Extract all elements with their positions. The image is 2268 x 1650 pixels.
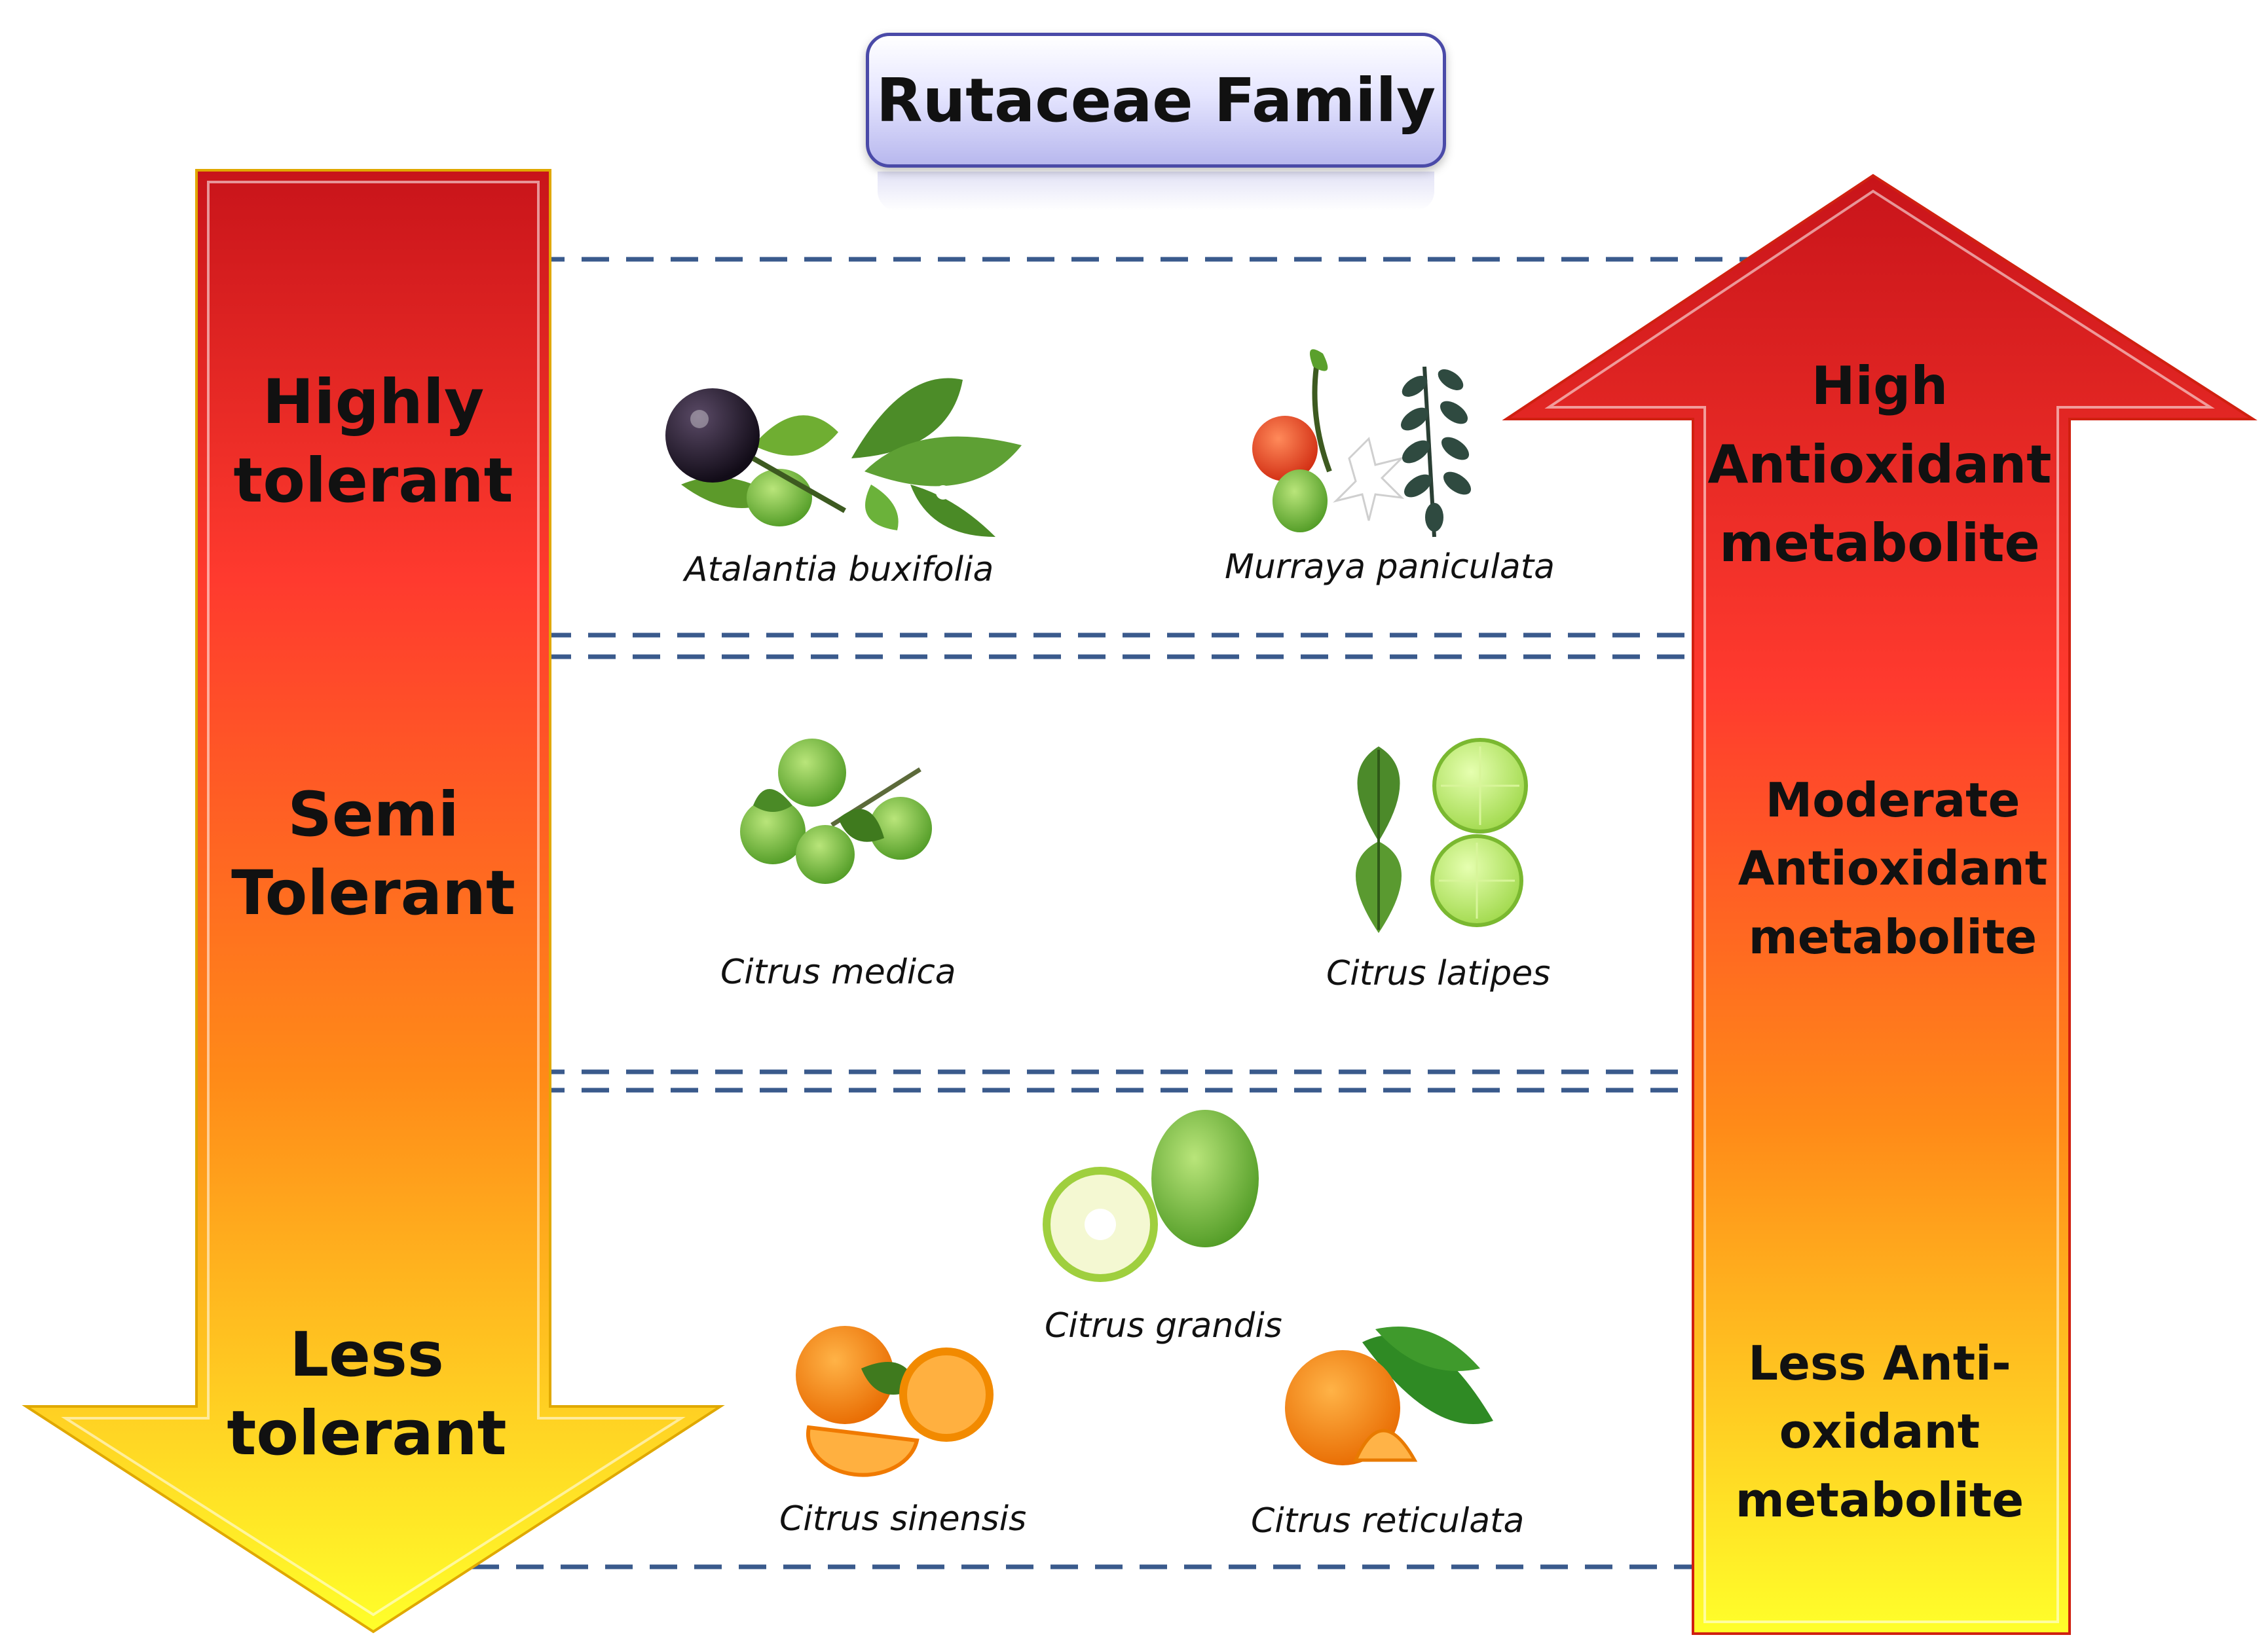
tolerance-label-semi-line1: Semi bbox=[288, 779, 459, 851]
antioxidant-label-moderate-line3: metabolite bbox=[1748, 909, 2037, 964]
title-box: Rutaceae Family bbox=[866, 33, 1446, 168]
citrus-medica-image bbox=[740, 739, 932, 884]
species-label-atalantia: Atalantia buxifolia bbox=[684, 550, 994, 589]
species-label-murraya: Murraya paniculata bbox=[1225, 547, 1555, 587]
tolerance-label-high-line1: Highly bbox=[262, 367, 485, 438]
tolerance-arrow bbox=[22, 169, 725, 1634]
antioxidant-label-high-line3: metabolite bbox=[1719, 513, 2040, 574]
tolerance-label-semi-line2: Tolerant bbox=[231, 858, 515, 930]
antioxidant-arrow bbox=[1502, 174, 2258, 1635]
title-reflection bbox=[878, 172, 1434, 211]
citrus-grandis-image bbox=[1043, 1110, 1259, 1282]
tolerance-label-less-line2: tolerant bbox=[227, 1398, 507, 1470]
antioxidant-label-high: High Antioxidant metabolite bbox=[1703, 347, 2056, 583]
divider-lines bbox=[472, 257, 1768, 1569]
tolerance-label-high-line2: tolerant bbox=[233, 445, 513, 517]
tolerance-label-less-line1: Less bbox=[289, 1319, 444, 1391]
tolerance-label-semi: Semi Tolerant bbox=[196, 776, 550, 934]
antioxidant-label-moderate: Moderate Antioxidant metabolite bbox=[1716, 766, 2070, 971]
antioxidant-label-high-line2: Antioxidant bbox=[1707, 434, 2052, 495]
antioxidant-label-high-line1: High bbox=[1811, 356, 1948, 416]
antioxidant-label-moderate-line1: Moderate bbox=[1765, 773, 2020, 828]
antioxidant-label-moderate-line2: Antioxidant bbox=[1738, 841, 2048, 896]
tolerance-label-less: Less tolerant bbox=[190, 1316, 544, 1474]
antioxidant-label-less-line3: metabolite bbox=[1735, 1472, 2024, 1528]
antioxidant-label-less-line2: oxidant bbox=[1779, 1404, 1980, 1459]
citrus-reticulata-image bbox=[1285, 1327, 1493, 1465]
murraya-image bbox=[1252, 349, 1472, 538]
page-title: Rutaceae Family bbox=[876, 65, 1436, 136]
antioxidant-label-less-line1: Less Anti- bbox=[1748, 1336, 2011, 1391]
species-label-grandis: Citrus grandis bbox=[1045, 1306, 1282, 1346]
species-label-sinensis: Citrus sinensis bbox=[779, 1499, 1027, 1539]
citrus-latipes-image bbox=[1356, 738, 1528, 933]
species-label-medica: Citrus medica bbox=[720, 953, 956, 992]
atalantia-image bbox=[665, 378, 1022, 537]
antioxidant-label-less: Less Anti- oxidant metabolite bbox=[1703, 1329, 2056, 1534]
tolerance-label-high: Highly tolerant bbox=[196, 363, 550, 521]
species-label-latipes: Citrus latipes bbox=[1326, 954, 1551, 993]
citrus-sinensis-image bbox=[796, 1326, 994, 1477]
species-label-reticulata: Citrus reticulata bbox=[1251, 1501, 1525, 1541]
